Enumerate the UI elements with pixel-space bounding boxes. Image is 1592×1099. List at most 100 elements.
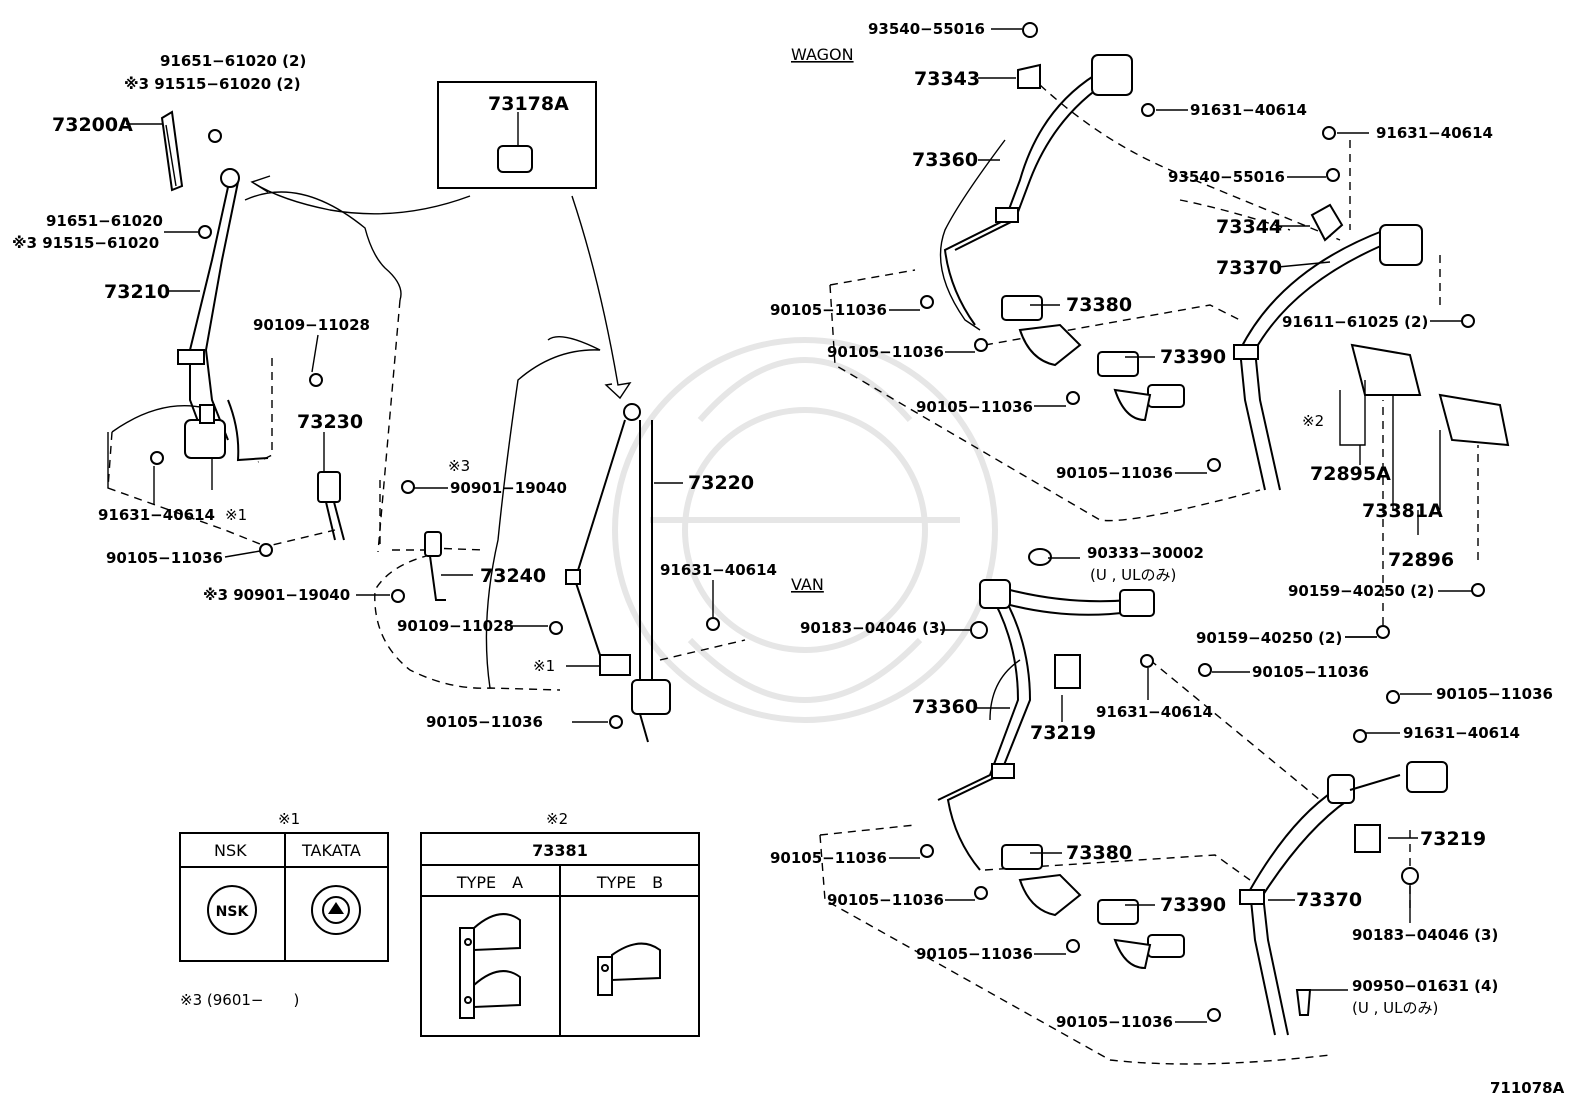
van-label-90159-40250-b: 90159−40250 (2): [1196, 629, 1342, 647]
type-b-clip-icon: [597, 942, 661, 996]
van-belt-73370: [1239, 761, 1448, 1036]
note-3-date: ※3 (9601− ): [180, 991, 299, 1009]
table2-title: 73381: [532, 841, 588, 860]
van-bolts: [920, 621, 1419, 1022]
van-label-90333-30002: 90333−30002: [1087, 544, 1204, 562]
van-label-90183-04046-a: 90183−04046 (3): [800, 619, 946, 637]
front-seat-outline: [107, 191, 430, 553]
van-buckles: [1001, 844, 1185, 970]
wagon-belt-73370: [1233, 224, 1423, 491]
label-91651-61020: 91651−61020: [46, 212, 163, 230]
van-label-90183-04046-b: 90183−04046 (3): [1352, 926, 1498, 944]
wagon-label-73380: 73380: [1066, 294, 1132, 316]
label-73230: 73230: [297, 411, 363, 433]
label-73240: 73240: [480, 565, 546, 587]
label-91515-61020: ※3 91515−61020: [12, 234, 159, 252]
van-label-90950-note: (U , ULのみ): [1352, 999, 1438, 1017]
buckle-73240: [424, 531, 446, 601]
label-90901-19040-a: 90901−19040: [450, 479, 567, 497]
svg-text:NSK: NSK: [216, 904, 250, 920]
wagon-label-72895A: 72895A: [1310, 463, 1391, 485]
van-label-90105-11036-c: 90105−11036: [770, 849, 887, 867]
van-label-90333-note: (U , ULのみ): [1090, 566, 1176, 584]
wagon-belt-73360: [943, 54, 1133, 326]
van-label-73390: 73390: [1160, 894, 1226, 916]
wagon-label-91631-40614-a: 91631−40614: [1190, 101, 1307, 119]
table1-mark: ※1: [278, 810, 300, 828]
label-91631-40614-b: 91631−40614: [660, 561, 777, 579]
bolts-left: [150, 129, 720, 729]
table2-mark: ※2: [546, 810, 568, 828]
wagon-label-90105-11036-c: 90105−11036: [916, 398, 1033, 416]
label-note1-b: ※1: [533, 657, 555, 675]
van-label-73380: 73380: [1066, 842, 1132, 864]
label-90901-19040-b: ※3 90901−19040: [203, 586, 350, 604]
anchor-plate-73200A: [160, 110, 184, 192]
van-label-91631-40614-b: 91631−40614: [1403, 724, 1520, 742]
watermark-emblem: [612, 337, 998, 723]
takata-logo-icon: [311, 885, 361, 935]
van-label-90105-11036-b: 90105−11036: [1436, 685, 1553, 703]
table1-col-takata: TAKATA: [301, 841, 361, 860]
rear-seat-outline: [374, 336, 746, 691]
table2-col-type-b: TYPE B: [596, 873, 663, 892]
van-label-73360: 73360: [912, 696, 978, 718]
section-wagon: WAGON: [791, 45, 854, 64]
wagon-label-73381A: 73381A: [1362, 500, 1443, 522]
label-note1-a: ※1: [225, 506, 247, 524]
van-label-90105-11036-e: 90105−11036: [916, 945, 1033, 963]
section-van: VAN: [791, 575, 824, 594]
van-label-90105-11036-d: 90105−11036: [827, 891, 944, 909]
retractor-left: [184, 404, 226, 490]
wagon-label-91631-40614-b: 91631−40614: [1376, 124, 1493, 142]
wagon-label-91611-61025: 91611−61025 (2): [1282, 313, 1428, 331]
wagon-label-90105-11036-a: 90105−11036: [770, 301, 887, 319]
wagon-label-90159-40250-a: 90159−40250 (2): [1288, 582, 1434, 600]
callout-arrow-left: [250, 175, 471, 215]
label-73220: 73220: [688, 472, 754, 494]
diagram-id: 711078A: [1490, 1079, 1565, 1097]
label-73200A: 73200A: [52, 114, 133, 136]
wagon-leaders: [889, 28, 1479, 638]
rear-belt-73220: [565, 403, 671, 743]
wagon-bolts: [920, 22, 1485, 639]
table2-col-type-a: TYPE A: [456, 873, 523, 892]
label-90105-11036-a: 90105−11036: [106, 549, 223, 567]
van-label-90950-01631: 90950−01631 (4): [1352, 977, 1498, 995]
anchor-cover-73178A: [497, 145, 533, 173]
label-91631-40614-a: 91631−40614: [98, 506, 215, 524]
label-90109-11028-a: 90109−11028: [253, 316, 370, 334]
van-label-91631-40614-a: 91631−40614: [1096, 703, 1213, 721]
label-73178A: 73178A: [488, 93, 569, 115]
label-90109-11028-b: 90109−11028: [397, 617, 514, 635]
van-seat-outline: [819, 659, 1411, 1065]
wagon-label-73343: 73343: [914, 68, 980, 90]
wagon-label-73360: 73360: [912, 149, 978, 171]
wagon-label-93540-55016-a: 93540−55016: [868, 20, 985, 38]
van-belt-73360: [937, 579, 1155, 871]
table1-col-nsk: NSK: [214, 841, 247, 860]
wagon-label-73390: 73390: [1160, 346, 1226, 368]
label-91651-61020-2: 91651−61020 (2): [160, 52, 306, 70]
wagon-buckles: [1001, 295, 1185, 422]
label-note3-b: ※3: [448, 457, 470, 475]
van-label-73370: 73370: [1296, 889, 1362, 911]
wagon-label-note2: ※2: [1302, 412, 1324, 430]
wagon-label-72896: 72896: [1388, 549, 1454, 571]
wagon-covers: [1017, 63, 1510, 447]
type-a-clip-icon: [459, 913, 521, 1019]
van-label-73219-a: 73219: [1030, 722, 1096, 744]
front-belt-73210: [177, 168, 269, 462]
van-label-73219-b: 73219: [1420, 828, 1486, 850]
wagon-label-93540-55016-b: 93540−55016: [1168, 168, 1285, 186]
leaders-left: [126, 123, 714, 723]
wagon-label-90105-11036-b: 90105−11036: [827, 343, 944, 361]
label-91515-61020-2: ※3 91515−61020 (2): [124, 75, 301, 93]
inset-box-73178A: [437, 81, 597, 189]
wagon-label-73344: 73344: [1216, 216, 1282, 238]
van-covers: [1028, 548, 1381, 1016]
wagon-label-73370: 73370: [1216, 257, 1282, 279]
table1-grid: [179, 832, 389, 962]
van-leaders: [889, 557, 1432, 1023]
